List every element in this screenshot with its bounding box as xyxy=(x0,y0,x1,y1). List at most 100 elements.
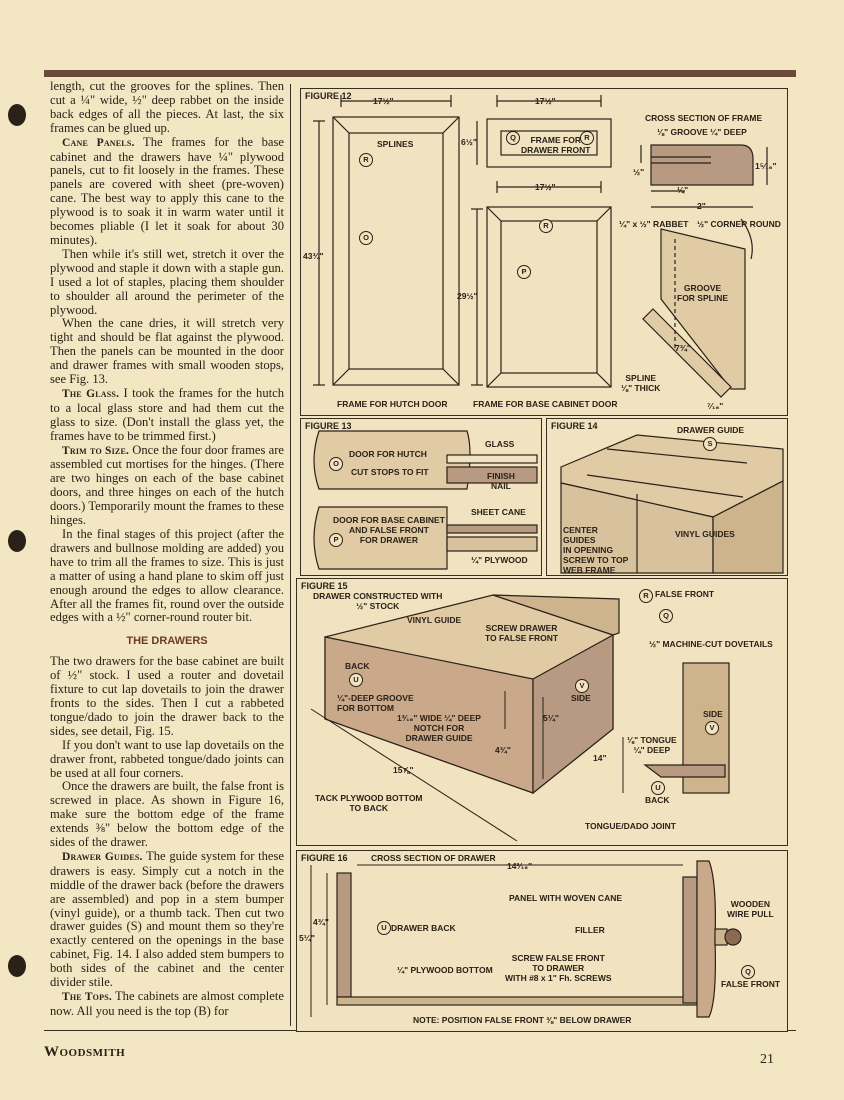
paragraph: The Tops. The cabinets are almost comple… xyxy=(50,989,284,1018)
note-label: NOTE: POSITION FALSE FRONT ⅜" BELOW DRAW… xyxy=(413,1015,632,1025)
glass-label: GLASS xyxy=(485,439,515,449)
part-r-callout: R xyxy=(580,131,594,145)
binder-hole xyxy=(8,955,26,977)
column-rule xyxy=(290,84,291,1026)
part-s-callout: S xyxy=(703,437,717,451)
paragraph: When the cane dries, it will stretch ver… xyxy=(50,316,284,387)
dimension-label: ¼" xyxy=(677,185,689,195)
dimension-label: 29½" xyxy=(457,291,478,301)
paragraph: Once the drawers are built, the false fr… xyxy=(50,779,284,850)
dimension-label: 43¾" xyxy=(303,251,324,261)
spline-label: SPLINE ⅛" THICK xyxy=(621,373,661,393)
part-r-callout: R xyxy=(639,589,653,603)
paragraph: Cane Panels. The frames for the base cab… xyxy=(50,134,285,247)
groove-spline-label: GROOVE FOR SPLINE xyxy=(677,283,729,303)
part-u-callout: U xyxy=(377,921,391,935)
run-in-head: The Tops. xyxy=(62,991,112,1003)
rabbet-label: ¼" x ½" RABBET xyxy=(619,219,689,229)
back-label: BACK xyxy=(345,661,370,671)
run-in-head: Drawer Guides. xyxy=(62,850,143,863)
figure-13-drawing xyxy=(313,430,538,570)
dimension-label: 2" xyxy=(697,201,706,211)
paragraph: Drawer Guides. The guide system for thes… xyxy=(50,848,284,990)
back-label: BACK xyxy=(645,795,670,805)
cross-section-label: CROSS SECTION OF DRAWER xyxy=(371,853,496,863)
figure-title: FIGURE 12 xyxy=(305,91,352,101)
figure-title: FIGURE 13 xyxy=(305,421,352,431)
part-v-callout: V xyxy=(705,721,719,735)
part-o-callout: O xyxy=(359,231,373,245)
base-door-caption: FRAME FOR BASE CABINET DOOR xyxy=(473,399,618,409)
run-in-head: Cane Panels. xyxy=(62,136,135,149)
paragraph: The Glass. I took the frames for the hut… xyxy=(50,385,284,443)
part-q-callout: Q xyxy=(659,609,673,623)
notch-label: 1³⁄₁₆" WIDE ¼" DEEP NOTCH FOR DRAWER GUI… xyxy=(397,713,481,743)
body-text-column: length, cut the grooves for the splines.… xyxy=(50,79,285,1019)
dimension-label: 15⅞" xyxy=(393,765,414,775)
groove-bottom-label: ¼"-DEEP GROOVE FOR BOTTOM xyxy=(337,693,414,713)
magazine-name: Woodsmith xyxy=(44,1044,126,1060)
door-hutch-label: DOOR FOR HUTCH xyxy=(349,449,427,459)
drawer-guide-label: DRAWER GUIDE xyxy=(677,425,745,435)
figure-15: FIGURE 15 DRAWER CONSTRUCTED WITH ½" STO… xyxy=(296,578,788,846)
false-front-label: FALSE FRONT xyxy=(655,589,715,599)
figure-13: FIGURE 13 O DOOR FOR HUTCH CUT STOPS TO … xyxy=(300,418,542,576)
dimension-label: 14³⁄₁₆" xyxy=(507,861,533,871)
tongue-label: ⅛" TONGUE ¼" DEEP xyxy=(627,735,677,755)
paragraph: Trim to Size. Once the four door frames … xyxy=(50,442,284,528)
dimension-label: ½" xyxy=(633,167,645,177)
dimension-label: 7¾" xyxy=(675,343,691,353)
figure-title: FIGURE 16 xyxy=(301,853,348,863)
side-label: SIDE xyxy=(571,693,591,703)
binder-hole xyxy=(8,104,26,126)
vinyl-guides-label: VINYL GUIDES xyxy=(675,529,735,539)
part-q-callout: Q xyxy=(506,131,520,145)
center-guides-label: CENTER GUIDES IN OPENING SCREW TO TOP WE… xyxy=(563,525,629,575)
splines-label: SPLINES xyxy=(377,139,414,149)
dimension-label: 6½" xyxy=(461,137,477,147)
sheet-cane-label: SHEET CANE xyxy=(471,507,526,517)
figure-16: FIGURE 16 CROSS SECTION OF DRAWER 14³⁄₁₆… xyxy=(296,850,788,1032)
dimension-label: 4¾" xyxy=(495,745,511,755)
screw-false-label: SCREW FALSE FRONT TO DRAWER WITH #8 x 1"… xyxy=(505,953,612,983)
paragraph: length, cut the grooves for the splines.… xyxy=(50,79,284,135)
figure-15-drawing xyxy=(310,594,730,842)
drawer-front-label: FRAME FOR DRAWER FRONT xyxy=(521,135,591,155)
corner-round-label: ½" CORNER ROUND xyxy=(697,219,781,229)
cross-section-label: CROSS SECTION OF FRAME xyxy=(645,113,763,123)
paragraph: If you don't want to use lap dovetails o… xyxy=(50,737,284,780)
vinyl-guide-label: VINYL GUIDE xyxy=(407,615,462,625)
hutch-door-caption: FRAME FOR HUTCH DOOR xyxy=(337,399,448,409)
tack-label: TACK PLYWOOD BOTTOM TO BACK xyxy=(315,793,423,813)
dimension-label: 5¼" xyxy=(299,933,315,943)
plywood-bottom-label: ¼" PLYWOOD BOTTOM xyxy=(397,965,493,975)
panel-label: PANEL WITH WOVEN CANE xyxy=(509,893,623,903)
false-front-label: FALSE FRONT xyxy=(721,979,781,989)
figure-title: FIGURE 14 xyxy=(551,421,598,431)
part-u-callout: U xyxy=(651,781,665,795)
dimension-label: 17½" xyxy=(535,182,556,192)
drawer-constructed-label: DRAWER CONSTRUCTED WITH ½" STOCK xyxy=(313,591,443,611)
figure-14-drawing xyxy=(560,434,784,574)
figure-title: FIGURE 15 xyxy=(301,581,348,591)
run-in-head: Trim to Size. xyxy=(62,444,130,457)
part-p-callout: P xyxy=(329,533,343,547)
cut-stops-label: CUT STOPS TO FIT xyxy=(351,467,429,477)
dimension-label: ⁷⁄₁₆" xyxy=(707,401,724,411)
figure-16-drawing xyxy=(310,860,742,1018)
part-v-callout: V xyxy=(575,679,589,693)
dimension-label: 1⁵⁄₁₆" xyxy=(755,161,777,171)
section-title: THE DRAWERS xyxy=(126,635,208,648)
part-u-callout: U xyxy=(349,673,363,687)
figure-12: FIGURE 12 17½" SPLINES R O 43¾" 17½" 6½"… xyxy=(300,88,788,416)
run-in-head: The Glass. xyxy=(62,387,120,400)
door-base-label: DOOR FOR BASE CABINET AND FALSE FRONT FO… xyxy=(333,515,445,545)
tongue-joint-label: TONGUE/DADO JOINT xyxy=(585,821,676,831)
part-p-callout: P xyxy=(517,265,531,279)
part-o-callout: O xyxy=(329,457,343,471)
top-rule xyxy=(44,70,796,77)
finish-nail-label: FINISH NAIL xyxy=(487,471,515,491)
screw-drawer-label: SCREW DRAWER TO FALSE FRONT xyxy=(485,623,559,643)
dovetails-label: ½" MACHINE-CUT DOVETAILS xyxy=(649,639,773,649)
dimension-label: 17½" xyxy=(535,96,556,106)
